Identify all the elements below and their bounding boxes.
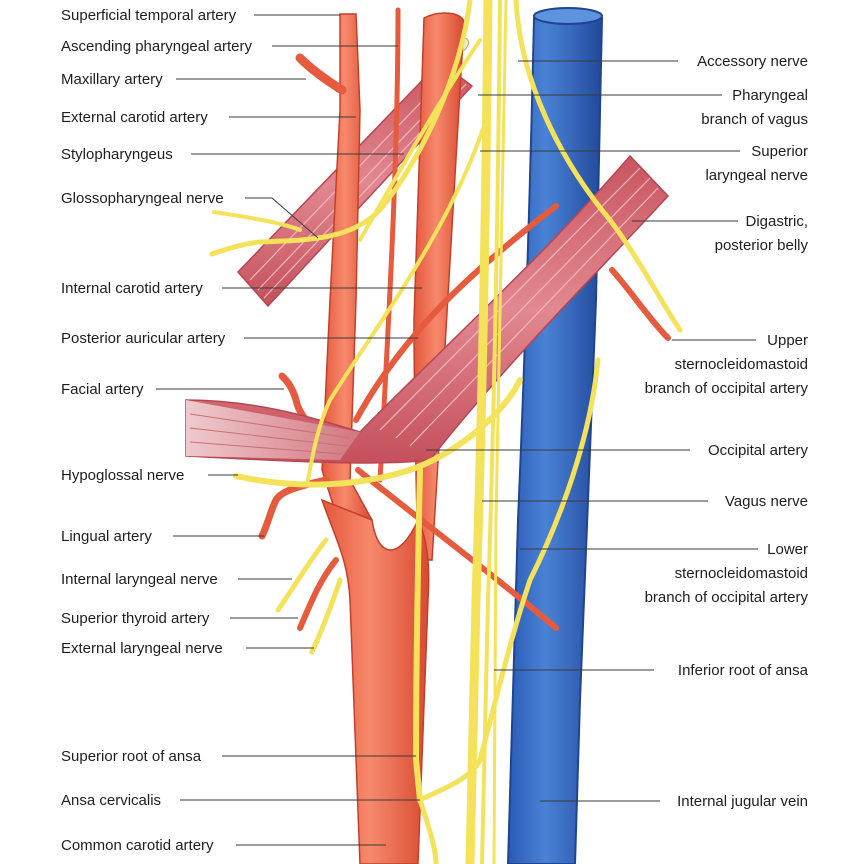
- occipital-artery-vessel: [355, 467, 559, 631]
- label-vagus-nerve: Vagus nerve: [725, 493, 808, 510]
- superior-root-of-ansa: [412, 467, 423, 803]
- label-occipital-artery: Occipital artery: [708, 442, 809, 459]
- label-accessory-nerve: Accessory nerve: [697, 53, 808, 70]
- accessory-nerve: [513, 0, 683, 333]
- label-superior-thyroid-artery: Superior thyroid artery: [61, 610, 210, 627]
- label-maxillary-artery: Maxillary artery: [61, 71, 163, 88]
- label-external-carotid-artery: External carotid artery: [61, 109, 208, 126]
- upper-sternocleidomastoid-vessel: [609, 267, 671, 341]
- maxillary-artery: [295, 53, 347, 95]
- nerves: [209, 0, 683, 864]
- label-ascending-pharyngeal-artery: Ascending pharyngeal artery: [61, 38, 252, 55]
- label-inferior-root-of-ansa: Inferior root of ansa: [678, 662, 809, 679]
- label-hypoglossal-nerve: Hypoglossal nerve: [61, 467, 184, 484]
- ansa-cervicalis: [417, 797, 439, 864]
- superior-thyroid-artery: [297, 557, 339, 631]
- label-facial-artery: Facial artery: [61, 381, 144, 398]
- inferior-root-of-ansa: [417, 357, 601, 803]
- label-glossopharyngeal-nerve: Glossopharyngeal nerve: [61, 190, 224, 207]
- label-digastric-posterior-belly: Digastric,posterior belly: [715, 213, 809, 254]
- label-internal-carotid-artery: Internal carotid artery: [61, 280, 203, 297]
- vagus-nerve: [465, 0, 493, 864]
- posterior-auricular-artery: [353, 203, 559, 423]
- label-external-laryngeal-nerve: External laryngeal nerve: [61, 640, 223, 657]
- label-superficial-temporal-artery: Superficial temporal artery: [61, 7, 237, 24]
- leader-lines: [156, 14, 758, 846]
- label-superior-root-of-ansa: Superior root of ansa: [61, 748, 202, 765]
- common-carotid-artery: [320, 498, 430, 864]
- label-ansa-cervicalis: Ansa cervicalis: [61, 792, 161, 809]
- lingual-artery: [258, 476, 330, 540]
- superior-laryngeal-nerve: [306, 118, 488, 482]
- label-lingual-artery: Lingual artery: [61, 528, 152, 545]
- label-internal-laryngeal-nerve: Internal laryngeal nerve: [61, 571, 218, 588]
- label-stylopharyngeus: Stylopharyngeus: [61, 146, 173, 163]
- hypoglossal-nerve: [233, 377, 523, 488]
- label-internal-jugular-vein: Internal jugular vein: [677, 793, 808, 810]
- label-common-carotid-artery: Common carotid artery: [61, 837, 214, 854]
- label-posterior-auricular-artery: Posterior auricular artery: [61, 330, 226, 347]
